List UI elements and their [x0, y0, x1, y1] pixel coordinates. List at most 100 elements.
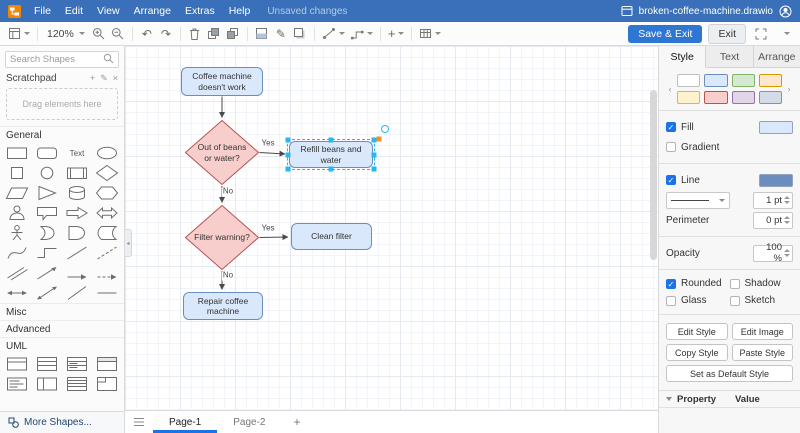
tab-arrange[interactable]: Arrange: [758, 50, 796, 63]
shape-bidirectional-connector[interactable]: [32, 283, 62, 303]
shape-uml-class-3[interactable]: [62, 354, 92, 374]
menu-arrange[interactable]: Arrange: [133, 5, 171, 17]
menu-view[interactable]: View: [97, 5, 120, 17]
shape-uml-list[interactable]: [62, 374, 92, 394]
shape-person[interactable]: [2, 203, 32, 223]
shape-parallelogram[interactable]: [2, 183, 32, 203]
line-width-stepper[interactable]: [784, 196, 790, 204]
sketch-checkbox[interactable]: [729, 295, 740, 306]
shape-rectangle[interactable]: [2, 143, 32, 163]
view-icon[interactable]: [6, 25, 32, 43]
scratchpad-add-icon[interactable]: [90, 73, 95, 84]
shape-diagonal-line[interactable]: [62, 283, 92, 303]
edge-label-yes-1[interactable]: Yes: [260, 138, 276, 149]
shape-text[interactable]: Text: [62, 143, 92, 163]
to-back-icon[interactable]: [224, 25, 242, 43]
shape-process[interactable]: [62, 163, 92, 183]
scratchpad-edit-icon[interactable]: [100, 73, 108, 84]
shape-uml-divided[interactable]: [32, 374, 62, 394]
section-uml[interactable]: UML: [0, 337, 124, 354]
gradient-checkbox[interactable]: [666, 142, 676, 152]
exit-button[interactable]: Exit: [708, 23, 746, 44]
line-color-icon[interactable]: ✎: [275, 26, 286, 41]
node-q2[interactable]: Filter warning?: [185, 205, 259, 270]
zoom-out-icon[interactable]: [109, 25, 127, 43]
node-start[interactable]: Coffee machine doesn't work: [181, 67, 263, 96]
perimeter-input[interactable]: 0 pt: [753, 211, 793, 229]
menu-help[interactable]: Help: [228, 5, 251, 17]
table-icon[interactable]: [417, 25, 443, 43]
menu-edit[interactable]: Edit: [64, 5, 84, 17]
style-preset-2[interactable]: [731, 74, 755, 87]
resize-handle-5[interactable]: [285, 166, 291, 172]
style-preset-6[interactable]: [731, 91, 755, 104]
toggle-sketch[interactable]: Sketch: [729, 295, 794, 306]
shape-directional-connector[interactable]: [32, 263, 62, 283]
toggle-shadow[interactable]: Shadow: [729, 278, 794, 289]
vertical-scrollbar[interactable]: [650, 90, 657, 260]
shape-rounded-rectangle[interactable]: [32, 143, 62, 163]
opacity-input[interactable]: 100 %: [753, 242, 793, 264]
style-preset-7[interactable]: [758, 91, 782, 104]
redo-icon[interactable]: ↷: [160, 26, 171, 41]
perimeter-stepper[interactable]: [784, 216, 790, 224]
tab-text[interactable]: Text: [706, 46, 754, 67]
menu-file[interactable]: File: [34, 5, 51, 17]
shape-ellipse[interactable]: [92, 143, 122, 163]
shape-uml-class[interactable]: [32, 354, 62, 374]
resize-handle-2[interactable]: [371, 137, 377, 143]
resize-handle-7[interactable]: [371, 166, 377, 172]
zoom-in-icon[interactable]: [90, 25, 108, 43]
shape-arrow-right[interactable]: [62, 203, 92, 223]
tab-style[interactable]: Style: [659, 46, 707, 68]
sidebar-collapse-handle[interactable]: [125, 229, 132, 257]
paste-style-button[interactable]: Paste Style: [731, 344, 793, 361]
style-preset-5[interactable]: [704, 91, 728, 104]
edge-source-handle[interactable]: [376, 136, 382, 142]
shape-uml-section[interactable]: [92, 354, 122, 374]
shape-entity-relation[interactable]: [32, 243, 62, 263]
shape-circle[interactable]: [32, 163, 62, 183]
shape-actor[interactable]: [2, 223, 32, 243]
style-preset-4[interactable]: [677, 91, 701, 104]
add-page-icon[interactable]: [282, 415, 313, 429]
shape-curve[interactable]: [2, 243, 32, 263]
section-advanced[interactable]: Advanced: [0, 320, 124, 337]
search-input[interactable]: [10, 54, 100, 65]
fill-color-icon[interactable]: [253, 25, 271, 43]
style-preset-3[interactable]: [758, 74, 782, 87]
toggle-glass[interactable]: Glass: [666, 295, 730, 306]
shape-square[interactable]: [2, 163, 32, 183]
shape-arrow[interactable]: [62, 263, 92, 283]
fill-checkbox[interactable]: [666, 122, 676, 132]
edge-label-no-4[interactable]: No: [221, 270, 235, 281]
page-tab-page-2[interactable]: Page-2: [233, 416, 266, 428]
pages-menu-icon[interactable]: [125, 417, 153, 427]
delete-icon[interactable]: [186, 25, 204, 43]
rounded-checkbox[interactable]: [666, 278, 676, 289]
style-preset-1[interactable]: [704, 74, 728, 87]
shape-and[interactable]: [62, 223, 92, 243]
edit-image-button[interactable]: Edit Image: [731, 323, 793, 340]
format-panel-toggle-icon[interactable]: [776, 25, 794, 43]
page-tab-page-1[interactable]: Page-1: [153, 411, 218, 433]
presets-prev-icon[interactable]: [666, 84, 674, 94]
menu-extras[interactable]: Extras: [184, 5, 215, 17]
set-as-default-style-button[interactable]: Set as Default Style: [666, 365, 793, 382]
shape-uml-object[interactable]: [2, 354, 32, 374]
presets-next-icon[interactable]: [785, 84, 793, 94]
shape-dashed-line[interactable]: [92, 243, 122, 263]
scratchpad-dropzone[interactable]: Drag elements here: [6, 88, 118, 120]
more-shapes-button[interactable]: More Shapes...: [0, 411, 124, 433]
shape-uml-frame[interactable]: [92, 374, 122, 394]
line-width-input[interactable]: 1 pt: [753, 191, 793, 209]
line-color-swatch[interactable]: [759, 173, 793, 187]
fullscreen-icon[interactable]: [752, 25, 770, 43]
shape-callout[interactable]: [32, 203, 62, 223]
save-exit-button[interactable]: Save & Exit: [628, 24, 703, 43]
node-refill[interactable]: Refill beans and water: [289, 141, 373, 168]
node-clean[interactable]: Clean filter: [291, 223, 372, 250]
window-icon[interactable]: [621, 5, 633, 17]
to-front-icon[interactable]: [205, 25, 223, 43]
